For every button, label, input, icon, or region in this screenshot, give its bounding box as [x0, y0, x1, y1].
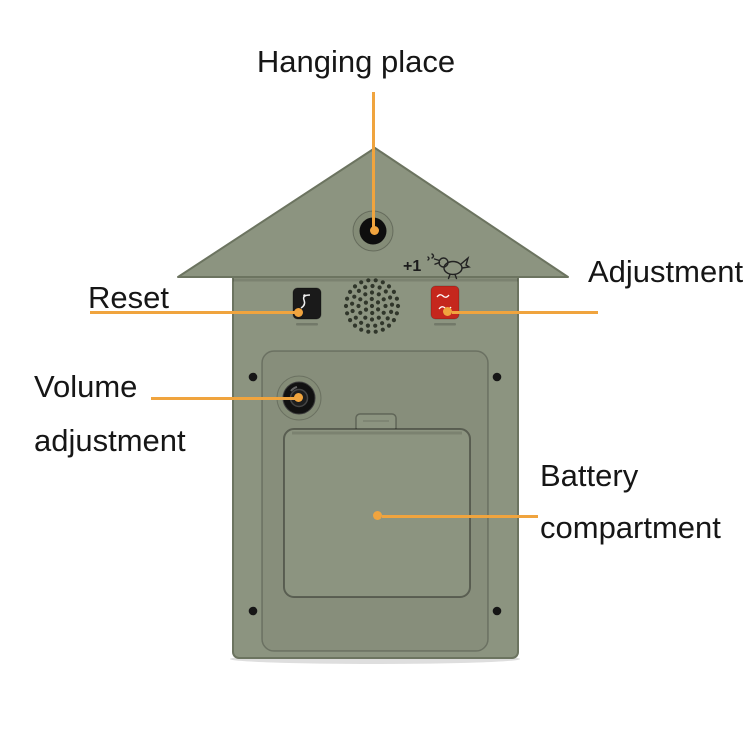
speaker-dot — [345, 296, 350, 301]
speaker-dot — [385, 316, 390, 321]
speaker-dot — [376, 315, 381, 320]
leader-adjustment — [452, 311, 598, 314]
speaker-dot — [363, 307, 369, 312]
speaker-dot — [352, 294, 357, 299]
speaker-dot — [366, 329, 371, 334]
speaker-dot — [370, 310, 375, 316]
speaker-dot — [356, 303, 361, 309]
speaker-dot — [359, 320, 364, 325]
speaker-dot — [353, 315, 358, 320]
speaker-dot — [343, 303, 349, 309]
speaker-dot — [391, 289, 396, 294]
speaker-dot — [366, 278, 371, 283]
speaker-dot — [376, 307, 381, 312]
reset-button-glyph-dot — [303, 294, 306, 297]
speaker-dot — [388, 295, 393, 300]
speaker-dot — [369, 303, 375, 309]
speaker-dot — [348, 289, 353, 294]
plus-one-marking: +1 — [403, 258, 422, 275]
knob-highlight — [290, 386, 298, 392]
speaker-dot — [352, 323, 358, 328]
speaker-grille — [343, 278, 401, 334]
leader-dot-battery — [373, 511, 382, 520]
leader-hanging-place — [372, 92, 375, 227]
speaker-dot — [383, 289, 388, 294]
recessed-panel — [261, 350, 489, 652]
adjustment-molded-text — [434, 323, 456, 326]
screw — [248, 606, 258, 616]
speaker-dot — [373, 278, 378, 283]
speaker-dot — [394, 296, 399, 301]
screw — [248, 372, 258, 382]
leader-dot-reset — [294, 308, 303, 317]
speaker-dot — [381, 310, 386, 315]
speaker-dot — [352, 284, 358, 289]
speaker-dot — [389, 302, 395, 307]
label-hanging-place: Hanging place — [256, 44, 456, 79]
speaker-dot — [363, 315, 368, 320]
leader-volume — [151, 397, 295, 400]
bird-icon — [427, 253, 471, 280]
speaker-dot — [363, 292, 368, 297]
speaker-dot — [380, 327, 385, 332]
leader-dot-hanging-place — [370, 226, 379, 235]
speaker-dot — [391, 318, 396, 323]
speaker-dot — [358, 310, 363, 315]
speaker-dot — [363, 300, 368, 305]
speaker-dot — [377, 285, 382, 290]
speaker-dot — [350, 308, 355, 314]
reset-button-glyph — [300, 294, 311, 309]
battery-latch — [355, 413, 397, 433]
speaker-dot — [348, 318, 353, 323]
leader-reset — [90, 311, 296, 314]
label-volume-adjustment: Volume adjustment — [34, 369, 186, 458]
speaker-dot — [394, 311, 399, 316]
speaker-dot — [386, 323, 392, 328]
speaker-dot — [370, 283, 375, 289]
speaker-dot — [386, 284, 392, 289]
speaker-dot — [365, 323, 370, 328]
leader-dot-volume — [294, 393, 303, 402]
speaker-dot — [380, 321, 385, 326]
speaker-dot — [373, 323, 378, 328]
speaker-dot — [369, 317, 375, 322]
speaker-dot — [383, 303, 388, 309]
speaker-dot — [375, 300, 381, 305]
label-reset: Reset — [88, 280, 169, 315]
speaker-dot — [369, 290, 375, 295]
reset-molded-text — [296, 323, 318, 326]
song-squiggle-icon — [427, 253, 435, 261]
speaker-dot — [381, 297, 386, 302]
speaker-dot — [359, 280, 364, 285]
speaker-dot — [350, 301, 355, 306]
label-battery-compartment: Battery compartment — [540, 458, 721, 545]
screw — [492, 372, 502, 382]
leader-dot-adjustment — [443, 307, 452, 316]
speaker-dot — [345, 311, 350, 316]
speaker-dot — [363, 285, 368, 290]
leader-battery — [382, 515, 538, 518]
speaker-dot — [395, 303, 401, 309]
speaker-dot — [380, 280, 385, 285]
screw — [492, 606, 502, 616]
adjustment-button-glyph — [436, 294, 450, 298]
speaker-dot — [358, 297, 363, 302]
speaker-dot — [369, 296, 374, 302]
screws — [248, 372, 502, 616]
label-adjustment: Adjustment — [588, 254, 744, 289]
speaker-dot — [359, 327, 364, 332]
speaker-dot — [373, 329, 378, 334]
speaker-dot — [389, 309, 394, 314]
speaker-dot — [376, 292, 381, 297]
speaker-dot — [356, 288, 361, 293]
